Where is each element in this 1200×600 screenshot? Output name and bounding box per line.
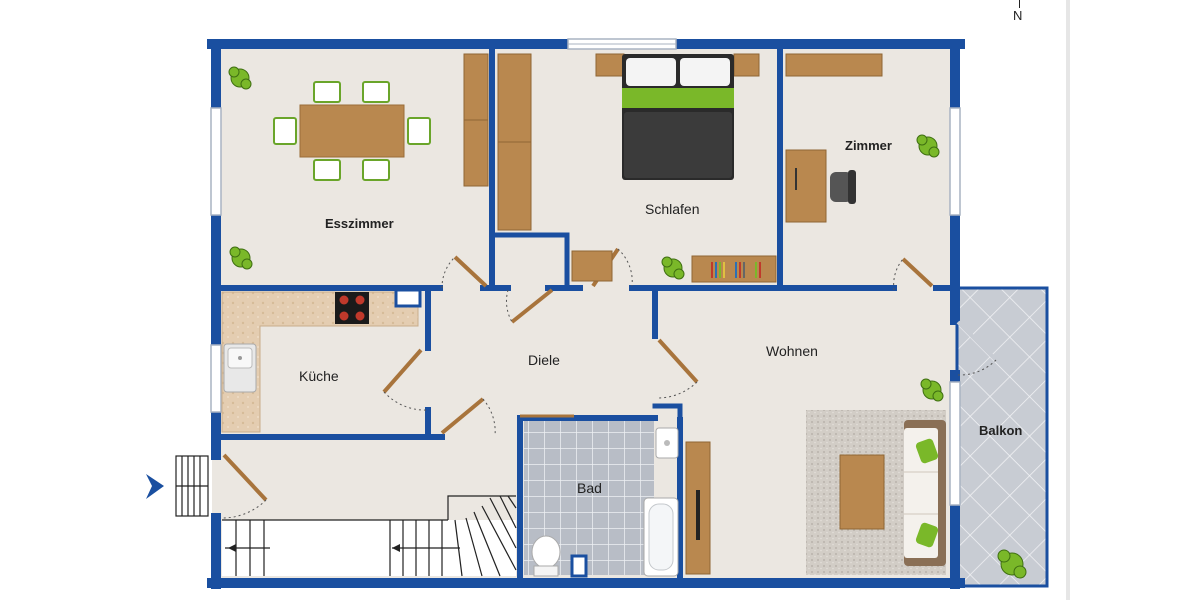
door-wohnen — [657, 338, 699, 399]
door-zimmer — [893, 257, 934, 291]
stair-arrow-down-icon — [228, 544, 236, 552]
plant-icon — [228, 66, 252, 90]
coffee-table — [839, 454, 885, 530]
room-label-bad: Bad — [577, 480, 602, 496]
walls — [207, 39, 965, 589]
door-entrance — [220, 453, 268, 519]
washbasin — [655, 427, 679, 459]
room-label-balkon: Balkon — [979, 423, 1023, 438]
doors — [220, 247, 998, 519]
room-label-diele: Diele — [528, 352, 560, 368]
bookshelf — [691, 255, 777, 283]
nightstand-left — [595, 53, 625, 77]
door-esszimmer — [441, 255, 488, 289]
nightstand-right — [733, 53, 760, 77]
door-bottom-hall — [440, 397, 496, 437]
room-label-kueche: Küche — [299, 368, 339, 384]
sink-icon — [223, 343, 257, 393]
plant-icon — [229, 246, 253, 270]
compass-north-label: N — [1013, 8, 1023, 23]
sofa-icon — [904, 420, 946, 566]
room-label-schlafen: Schlafen — [645, 201, 700, 217]
bad-shaft — [570, 554, 588, 578]
office-chair-icon — [830, 170, 856, 204]
stair-arrow-up-icon — [392, 544, 400, 552]
fridge — [394, 288, 422, 308]
room-label-esszimmer: Esszimmer — [325, 216, 394, 231]
zimmer-shelf — [785, 53, 883, 77]
room-label-wohnen: Wohnen — [766, 343, 818, 359]
dining-table-set — [273, 81, 431, 181]
toilet-icon — [531, 535, 561, 577]
closet-shelf — [571, 250, 613, 282]
door-kueche — [382, 348, 429, 411]
room-label-zimmer: Zimmer — [845, 138, 892, 153]
entrance-steps — [175, 455, 209, 517]
plant-icon — [661, 256, 685, 280]
wardrobe — [497, 53, 532, 231]
bathtub-icon — [643, 497, 679, 577]
plant-icon — [920, 378, 944, 402]
desk — [785, 149, 827, 223]
staircase — [222, 495, 517, 577]
stove-icon — [335, 292, 369, 324]
north-arrow-icon — [1019, 0, 1020, 8]
plant-icon — [916, 134, 940, 158]
plant-icons — [228, 66, 1027, 579]
door-closet — [506, 288, 554, 324]
page-edge-strip — [1066, 0, 1070, 600]
entrance-arrow-icon — [146, 474, 164, 499]
bed-icon — [622, 54, 734, 180]
plant-icon — [997, 549, 1027, 579]
door-balcony — [956, 320, 998, 376]
